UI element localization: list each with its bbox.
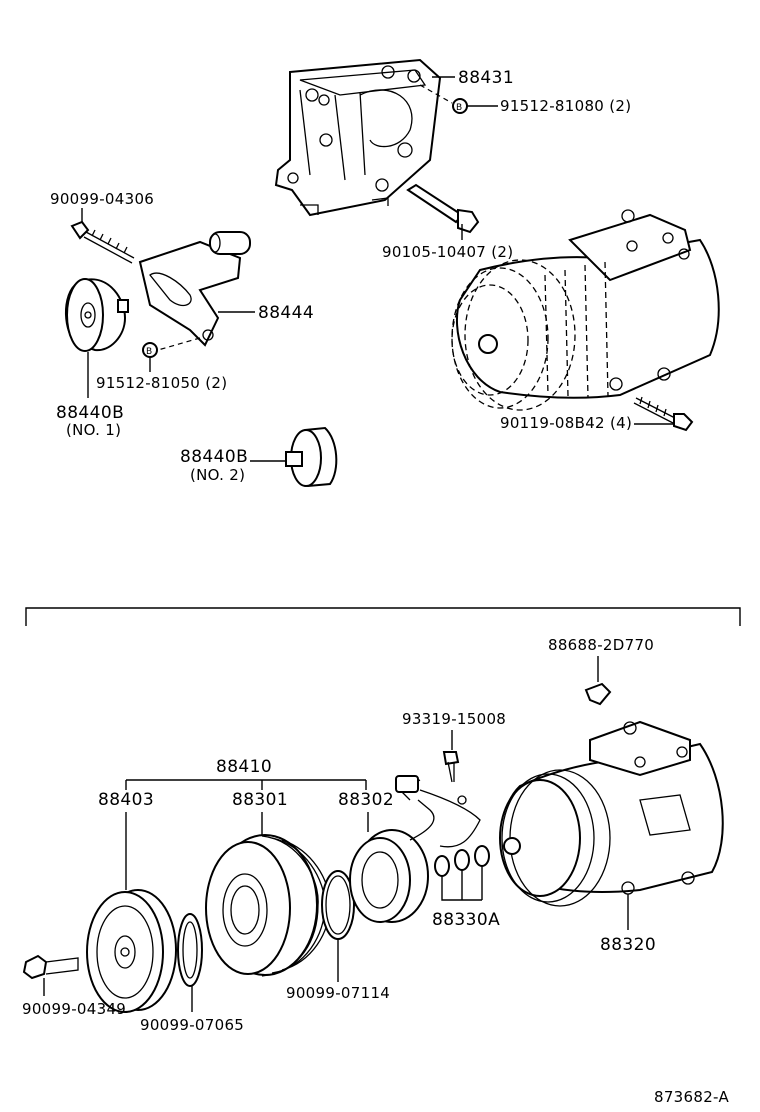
svg-text:B: B	[456, 103, 462, 113]
label-part-number: 88688-2D770	[548, 636, 654, 654]
bracket-bolt-part-number: 91512-81080 (2)	[500, 97, 631, 115]
svg-text:B: B	[146, 347, 152, 357]
pressure-plate-part-number: 88403	[98, 790, 154, 810]
screw-part-number: 93319-15008	[402, 710, 506, 728]
idler-bolt-drawing	[70, 220, 135, 264]
shim-washer-drawing	[177, 913, 203, 987]
stud-bolt-part-number: 90105-10407 (2)	[382, 243, 513, 261]
pulley-rotor-drawing	[205, 834, 331, 977]
shim-washer-part-number: 90099-07065	[140, 1016, 244, 1034]
pressure-plate-drawing	[86, 889, 177, 1013]
idler-nut-part-number: 91512-81050 (2)	[96, 374, 227, 392]
label-tag-drawing	[584, 682, 612, 706]
idler-pulley-no2-drawing	[285, 426, 338, 488]
stator-coil-drawing	[349, 775, 481, 923]
shims-bracket-line	[441, 866, 483, 901]
center-bolt-drawing	[22, 954, 79, 980]
shims-drawing	[434, 845, 490, 877]
snap-ring-part-number: 90099-07114	[286, 984, 390, 1002]
pulley-no2-part-number: 88440B	[180, 447, 248, 467]
pulley-no1-note: (NO. 1)	[66, 421, 121, 439]
idler-bolt-part-number: 90099-04306	[50, 190, 154, 208]
pulley-no2-note: (NO. 2)	[190, 466, 245, 484]
center-bolt-part-number: 90099-04349	[22, 1000, 126, 1018]
idler-bracket-drawing	[138, 231, 251, 347]
compressor-part-number: 88320	[600, 935, 656, 955]
diagram-id: 873682-A	[654, 1088, 729, 1106]
idler-bracket-part-number: 88444	[258, 303, 314, 323]
compressor-bolt-part-number: 90119-08B42 (4)	[500, 414, 632, 432]
section-divider	[25, 607, 741, 626]
shims-part-number: 88330A	[432, 910, 500, 930]
assembly-bracket-line	[125, 779, 367, 790]
pulley-no1-part-number: 88440B	[56, 403, 124, 423]
idler-pulley-no1-drawing	[64, 278, 129, 352]
dashed-leader	[419, 84, 453, 104]
bracket-part-number: 88431	[458, 68, 514, 88]
stud-bolt-drawing	[406, 183, 480, 234]
screw-drawing	[442, 751, 460, 783]
compressor-drawing	[499, 720, 724, 907]
stator-coil-part-number: 88302	[338, 790, 394, 810]
compressor-bolt-drawing	[633, 396, 694, 432]
dashed-leader	[157, 337, 201, 351]
pulley-rotor-part-number: 88301	[232, 790, 288, 810]
compressor-assembly-upper-drawing	[451, 209, 720, 411]
clutch-assembly-part-number: 88410	[216, 757, 272, 777]
compressor-bracket-drawing	[274, 58, 442, 217]
